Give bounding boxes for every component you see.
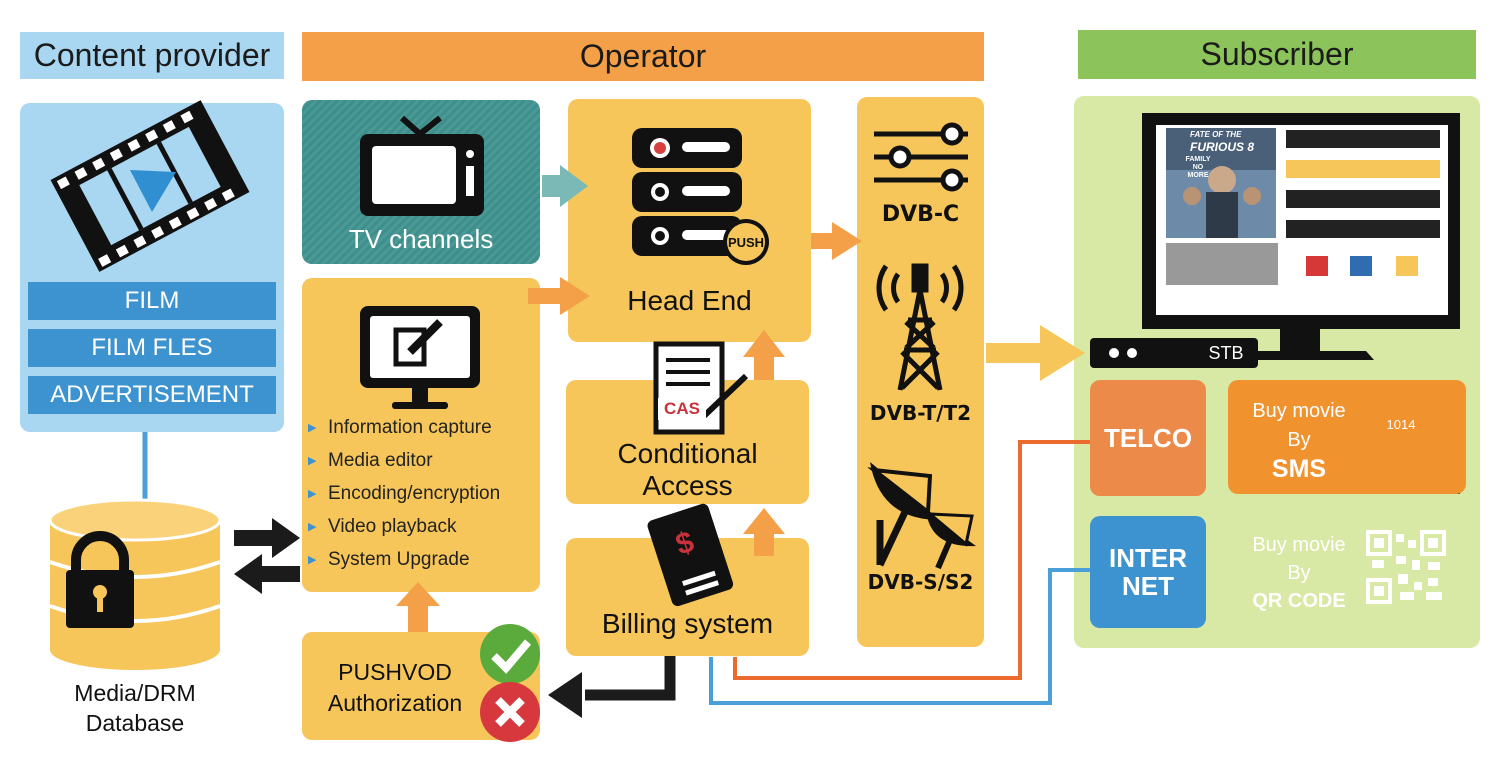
list-item: ▶Information capture [308, 416, 492, 438]
advertisement-item: ADVERTISEMENT [28, 376, 276, 414]
content-provider-title: Content provider [33, 37, 271, 73]
conditional-access-line1: Conditional [617, 438, 758, 469]
push-badge: PUSH [727, 234, 765, 250]
subscriber-title: Subscriber [1200, 36, 1354, 72]
billing-system-label: Billing system [601, 608, 774, 639]
database-label-line1: Media/DRM [74, 680, 196, 706]
buy-by-qr-label: Buy movie By QR CODE [1234, 528, 1364, 618]
subscriber-header: Subscriber [1078, 30, 1476, 79]
bullet-icon: ▶ [308, 554, 317, 566]
server-icon [632, 128, 769, 265]
flow-arrows [396, 165, 1085, 632]
list-item: ▶Video playback [308, 515, 457, 537]
pushvod-to-info-arrow [396, 582, 440, 632]
dvb-t-label: DVB-T/T2 [869, 401, 972, 425]
antenna-tower-icon [876, 263, 964, 391]
telco-box: TELCO [1090, 380, 1206, 496]
satellite-dish-icon [867, 462, 976, 570]
buy-by-sms-label: Buy movie By SMS [1234, 394, 1364, 486]
stb-label: STB [1208, 342, 1244, 363]
movie-poster [1166, 128, 1276, 238]
head-end-label: Head End [627, 285, 752, 316]
internet-box: INTER NET [1090, 516, 1206, 628]
sms-line1: Buy movie [1252, 399, 1346, 422]
database-label-line2: Database [85, 710, 185, 736]
sms-line3: SMS [1271, 454, 1327, 483]
list-item: ▶Encoding/encryption [308, 482, 501, 504]
database-label: Media/DRM Database [30, 676, 240, 740]
cas-tag: CAS [658, 398, 706, 420]
pushvod-label: PUSHVOD Authorization [306, 656, 484, 720]
tv-channels-label: TV channels [348, 223, 494, 254]
list-item: ▶Media editor [308, 449, 433, 471]
advertisement-label: ADVERTISEMENT [50, 381, 254, 408]
billing-to-pushvod-line [585, 656, 676, 701]
db-to-info-arrow [234, 518, 300, 558]
qr-code-icon [1366, 530, 1446, 604]
edit-monitor-icon [360, 306, 480, 409]
stb-device-icon [1090, 338, 1258, 368]
cas-to-headend-arrow [743, 330, 785, 380]
telco-label: TELCO [1103, 422, 1193, 453]
tv-to-headend-arrow [542, 165, 588, 207]
lock-icon [66, 531, 134, 628]
bullet-icon: ▶ [308, 422, 317, 434]
content-provider-header: Content provider [20, 32, 284, 79]
db-arrows [234, 518, 300, 594]
pushvod-line2: Authorization [327, 690, 463, 716]
play-icon [130, 170, 176, 212]
sliders-icon [874, 122, 968, 192]
dvb-to-stb-arrow [986, 325, 1085, 381]
dvb-s-label: DVB-S/S2 [867, 570, 974, 594]
cross-icon [480, 682, 540, 742]
internet-line2: NET [1122, 571, 1174, 601]
qr-line1: Buy movie [1252, 534, 1346, 556]
conditional-access-label: Conditional Access [566, 438, 809, 502]
check-icon [480, 624, 540, 684]
film-item: FILM [28, 282, 276, 320]
tv-icon [360, 115, 484, 216]
billing-telco-line [733, 440, 1092, 680]
film-files-label: FILM FLES [91, 334, 213, 361]
internet-line1: INTER [1109, 543, 1187, 573]
film-label: FILM [124, 287, 180, 314]
bullet-icon: ▶ [308, 455, 317, 467]
list-item: ▶System Upgrade [308, 548, 470, 570]
billing-card-icon [647, 503, 734, 607]
info-to-db-arrow [234, 554, 300, 594]
bullet-icon: ▶ [308, 521, 317, 533]
phone-number: 1014 [1386, 416, 1416, 432]
info-capture-list: ▶Information capture ▶Media editor ▶Enco… [308, 411, 538, 576]
pushvod-line1: PUSHVOD [338, 659, 452, 685]
buy-by-sms-box [1228, 380, 1466, 494]
bullet-icon: ▶ [308, 488, 317, 500]
conditional-access-line2: Access [642, 470, 733, 501]
poster-title: FATE OF THE FURIOUS 8 [1190, 130, 1255, 154]
sms-line2: By [1287, 428, 1311, 451]
qr-line2: By [1287, 562, 1311, 584]
film-files-item: FILM FLES [28, 329, 276, 367]
qr-line3: QR CODE [1252, 590, 1346, 612]
poster-tagline: FAMILY NO MORE [1185, 156, 1211, 179]
billing-to-pushvod-arrowhead [548, 672, 582, 718]
dvb-c-label: DVB-C [881, 201, 960, 227]
billing-internet-line [709, 568, 1092, 705]
operator-header: Operator [302, 32, 984, 81]
headend-to-dvb-arrow [811, 222, 862, 260]
operator-title: Operator [579, 38, 707, 74]
info-to-headend-arrow [528, 277, 590, 315]
billing-to-cas-arrow [743, 508, 785, 556]
